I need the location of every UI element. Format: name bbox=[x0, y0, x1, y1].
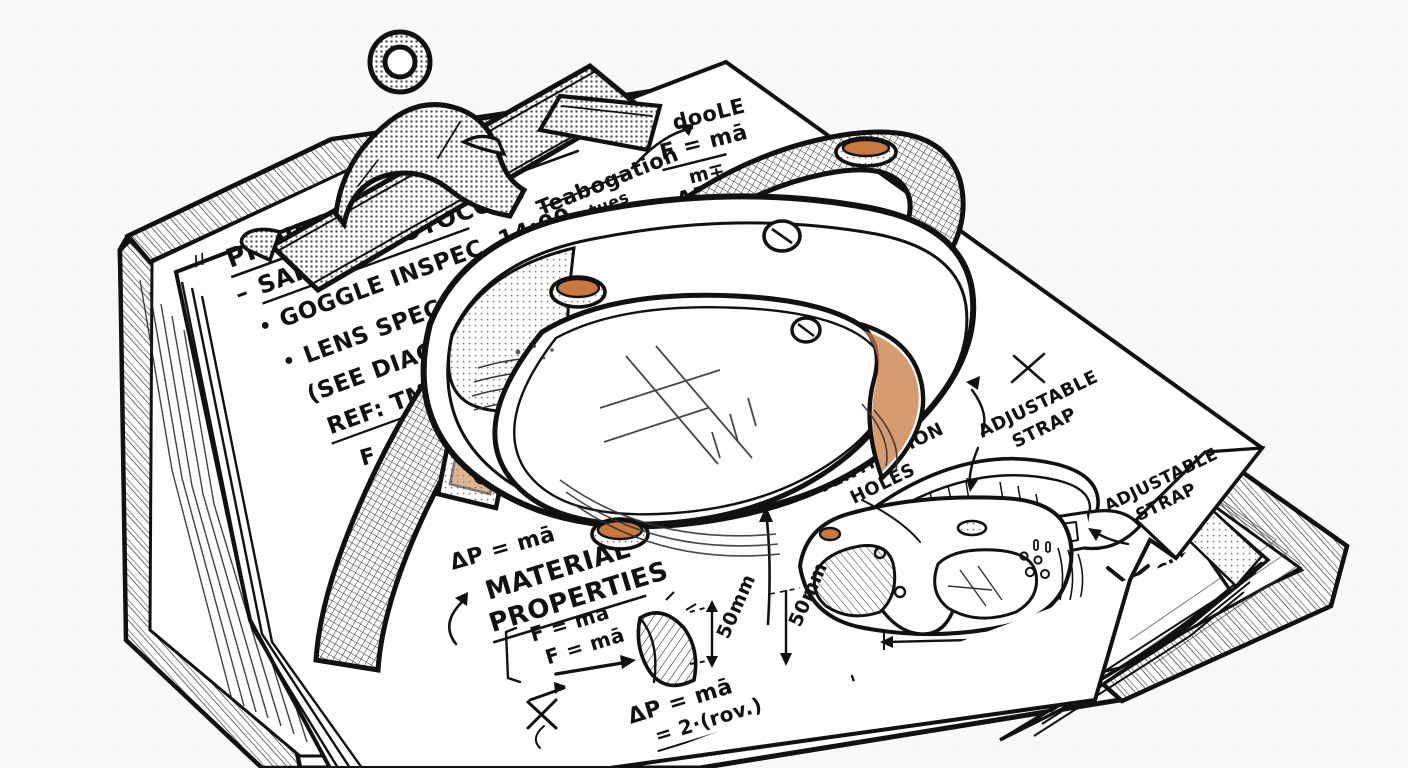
goggle-lens bbox=[492, 292, 896, 527]
formula-bracket bbox=[504, 626, 522, 684]
safety-goggles-large bbox=[313, 129, 977, 673]
curved-arrow-3 bbox=[448, 600, 464, 646]
spring-clip bbox=[239, 29, 663, 294]
snap-button bbox=[956, 519, 988, 537]
crossed-scribble bbox=[526, 698, 558, 749]
bullet-glyph-2 bbox=[285, 357, 293, 364]
accent-rivet bbox=[818, 526, 842, 542]
safety-goggles-diagram bbox=[797, 457, 1143, 637]
bullet-glyph-1 bbox=[261, 321, 269, 329]
lens-cross-section bbox=[554, 591, 698, 688]
leader-line-ventilation bbox=[861, 499, 921, 543]
ventilation-hole bbox=[1019, 539, 1051, 579]
leader-arrow-main bbox=[764, 510, 771, 626]
clip-thumb-hole bbox=[382, 44, 418, 80]
